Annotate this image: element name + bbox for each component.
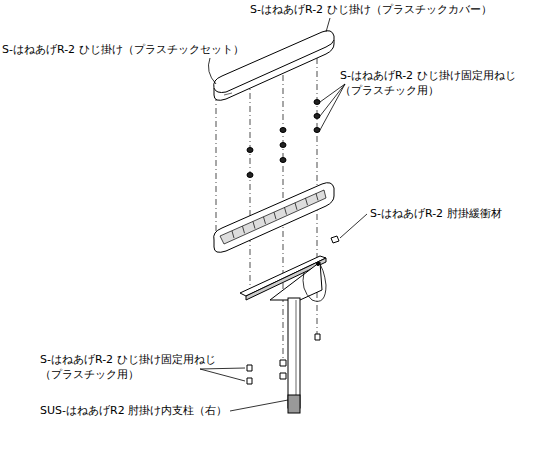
- buffer-pad: [331, 236, 339, 243]
- fixing-screws-lower: [247, 334, 320, 384]
- rib-stroke: [243, 226, 245, 233]
- rib-stroke: [306, 198, 308, 205]
- rib-stroke: [253, 222, 255, 229]
- rib-stroke: [295, 203, 297, 210]
- inner-post: [240, 256, 326, 413]
- rib-stroke: [264, 217, 266, 224]
- rib-stroke: [285, 208, 287, 215]
- part-label: S-はねあげR-2 ひじ掛け固定用ねじ （プラスチック用）: [40, 352, 235, 382]
- rib-stroke: [316, 193, 318, 200]
- armrest-base: [214, 183, 334, 253]
- rib-stroke: [232, 231, 234, 238]
- part-label: S-はねあげR-2 ひじ掛け固定用ねじ （プラスチック用）: [340, 68, 535, 98]
- armrest-cover: [214, 31, 334, 101]
- part-label: S-はねあげR-2 ひじ掛け（プラスチックセット）: [2, 42, 244, 57]
- part-label: S-はねあげR-2 ひじ掛け（プラスチックカバー）: [250, 2, 492, 17]
- part-label: SUS-はねあげR2 肘掛け内支柱（右）: [40, 403, 227, 418]
- part-label: S-はねあげR-2 肘掛緩衝材: [370, 206, 502, 221]
- rib-stroke: [274, 212, 276, 219]
- fixing-screws: [247, 100, 320, 178]
